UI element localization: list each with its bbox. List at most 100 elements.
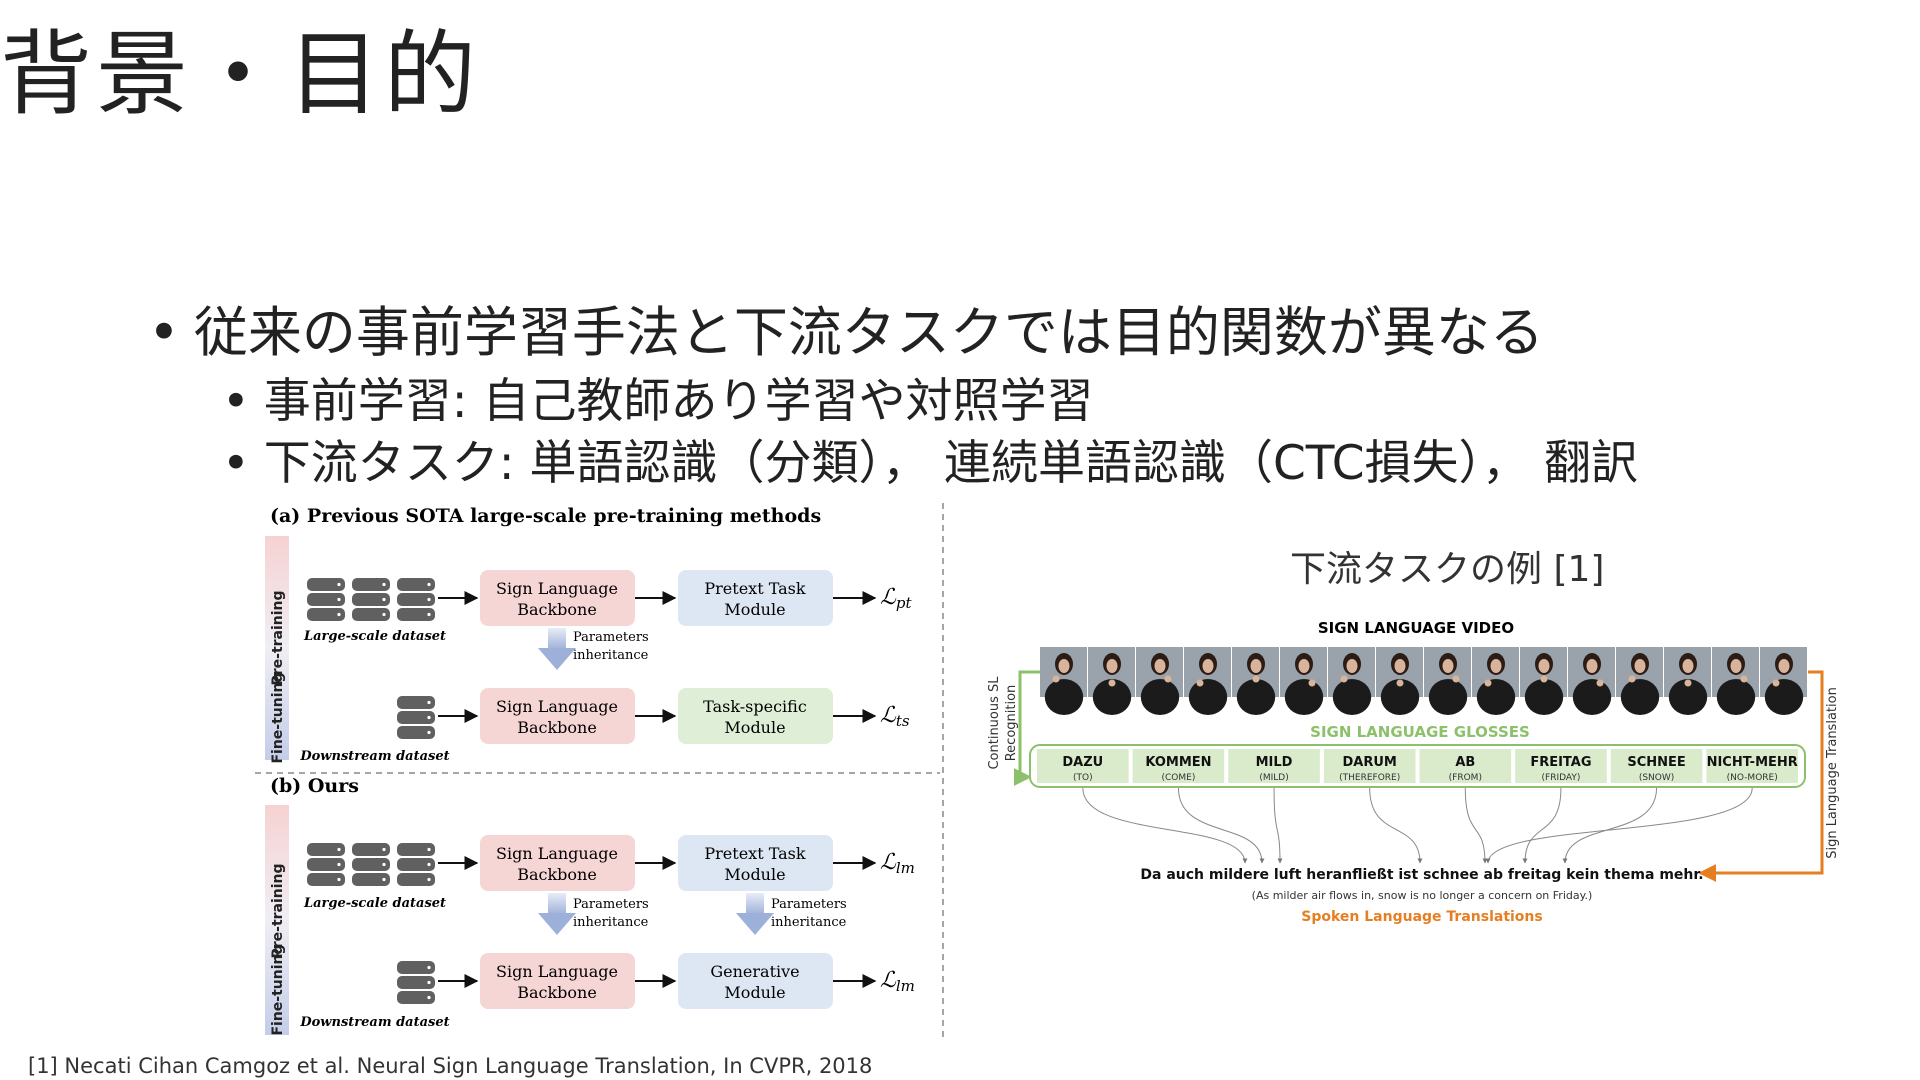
video-frame	[1424, 647, 1471, 715]
box-label: Module	[724, 865, 785, 884]
database-icon	[397, 578, 435, 621]
gloss-item: NICHT-MEHR (NO-MORE)	[1706, 749, 1798, 783]
gloss-box	[1132, 749, 1225, 783]
backbone-box	[480, 953, 635, 1009]
gloss-item: MILD(MILD)	[1228, 749, 1320, 783]
signer-face	[1058, 659, 1070, 673]
side-label: Continuous SL	[987, 676, 1002, 770]
inheritance-arrow	[548, 893, 566, 915]
box-label: Sign Language	[496, 697, 618, 716]
generative-box	[678, 953, 833, 1009]
inheritance-label: Parameters	[771, 897, 847, 912]
signer-hand	[1108, 679, 1116, 687]
gloss-translation: (SNOW)	[1639, 773, 1674, 783]
video-frame	[1520, 647, 1567, 715]
box-label: Backbone	[517, 600, 597, 619]
translation-arrow	[1698, 670, 1824, 882]
gloss-box	[1228, 749, 1320, 783]
signer-hand	[1628, 675, 1636, 683]
box-label: Pretext Task	[704, 844, 806, 863]
gloss-translation: (THEREFORE)	[1339, 773, 1400, 783]
loss-ts: ℒts	[880, 703, 910, 730]
signer-hand	[1164, 675, 1172, 683]
bullet-main-text: 従来の事前学習手法と下流タスクでは目的関数が異なる	[193, 301, 1544, 364]
inheritance-label: inheritance	[573, 648, 649, 663]
database-icon	[307, 578, 345, 621]
gloss-word: KOMMEN	[1145, 755, 1211, 770]
box-label: Module	[724, 600, 785, 619]
gloss-word: MILD	[1256, 755, 1293, 770]
signer-face	[1682, 659, 1694, 673]
gloss-word: DAZU	[1062, 755, 1103, 770]
signer-face	[1778, 659, 1790, 673]
signer-body	[1572, 679, 1612, 715]
signer-hand	[1452, 675, 1460, 683]
database-icon	[397, 843, 435, 886]
box-label: Backbone	[517, 718, 597, 737]
video-label: SIGN LANGUAGE VIDEO	[1318, 619, 1514, 637]
box-label: Backbone	[517, 983, 597, 1002]
video-frame	[1568, 647, 1615, 715]
footnote: [1] Necati Cihan Camgoz et al. Neural Si…	[28, 1054, 873, 1078]
gloss-translation: (COME)	[1162, 773, 1196, 783]
database-icon	[352, 843, 390, 886]
translation-sentence: Da auch mildere luft heranfließt ist sch…	[1140, 867, 1703, 883]
video-frame	[1040, 647, 1087, 715]
box-label: Backbone	[517, 865, 597, 884]
database-icon	[397, 961, 435, 1004]
box-label: Task-specific	[703, 697, 807, 716]
box-label: Pretext Task	[704, 579, 806, 598]
gloss-translation: (FRIDAY)	[1542, 773, 1581, 783]
signer-body	[1716, 679, 1756, 715]
glosses-label: SIGN LANGUAGE GLOSSES	[1310, 723, 1530, 741]
signer-hand	[1740, 675, 1748, 683]
dataset-label: Downstream dataset	[299, 749, 449, 764]
stage-label-pretraining: Pre-training	[270, 863, 286, 958]
signer-body	[1188, 679, 1228, 715]
video-frame	[1376, 647, 1423, 715]
signer-face	[1106, 659, 1118, 673]
stage-bar	[265, 536, 289, 760]
bullet-sub-downstream-text: 下流タスク: 単語認識（分類）， 連続単語認識（CTC損失）， 翻訳	[263, 436, 1638, 491]
signer-body	[1476, 679, 1516, 715]
dataset-label: Large-scale dataset	[303, 629, 446, 644]
gloss-box	[1706, 749, 1798, 783]
backbone-box	[480, 688, 635, 744]
gloss-box	[1515, 749, 1607, 783]
signer-face	[1442, 659, 1454, 673]
gloss-item: AB(FROM)	[1419, 749, 1512, 783]
bullet-dot: •	[222, 374, 250, 429]
signer-face	[1202, 659, 1214, 673]
glosses-row: DAZU(TO)KOMMEN(COME)MILD(MILD)DARUM(THER…	[1037, 749, 1798, 783]
inheritance-arrow-head	[736, 913, 774, 935]
gloss-word: NICHT-MEHR	[1707, 755, 1798, 770]
signer-hand	[1596, 679, 1604, 687]
video-frame	[1664, 647, 1711, 715]
bullet-sub-pretraining: •事前学習: 自己教師あり学習や対照学習	[222, 362, 1094, 431]
loss-pt: ℒpt	[880, 585, 912, 612]
signer-face	[1490, 659, 1502, 673]
signer-face	[1634, 659, 1646, 673]
gloss-box	[1323, 749, 1416, 783]
spoken-translations-label: Spoken Language Translations	[1301, 909, 1542, 925]
video-frames	[1040, 647, 1807, 715]
signer-hand	[1252, 675, 1260, 683]
stage-bar	[265, 805, 289, 1035]
bullet-main: •従来の事前学習手法と下流タスクでは目的関数が異なる	[148, 288, 1544, 367]
inheritance-arrow	[548, 628, 566, 650]
gloss-translation: (TO)	[1073, 773, 1093, 783]
pretraining-comparison-figure: (a) Previous SOTA large-scale pre-traini…	[255, 503, 944, 1038]
box-label: Sign Language	[496, 962, 618, 981]
signer-hand	[1484, 679, 1492, 687]
task-specific-box	[678, 688, 833, 744]
signer-face	[1346, 659, 1358, 673]
signer-body	[1764, 679, 1804, 715]
signer-body	[1236, 679, 1276, 715]
gloss-translation: (NO-MORE)	[1727, 773, 1778, 783]
signer-body	[1668, 679, 1708, 715]
sign-language-figure: SIGN LANGUAGE VIDEO Continuous SL Recogn…	[987, 619, 1840, 925]
video-frame	[1088, 647, 1135, 715]
backbone-box	[480, 835, 635, 891]
stage-label-finetuning: Fine-tuning	[270, 944, 286, 1035]
video-frame	[1472, 647, 1519, 715]
